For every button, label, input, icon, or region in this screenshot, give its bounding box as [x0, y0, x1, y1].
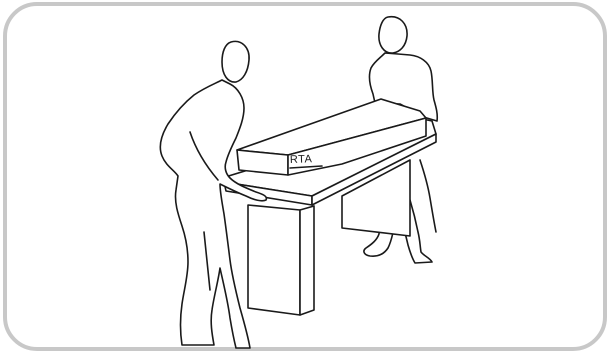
box-logo-text: RTA [290, 153, 313, 166]
